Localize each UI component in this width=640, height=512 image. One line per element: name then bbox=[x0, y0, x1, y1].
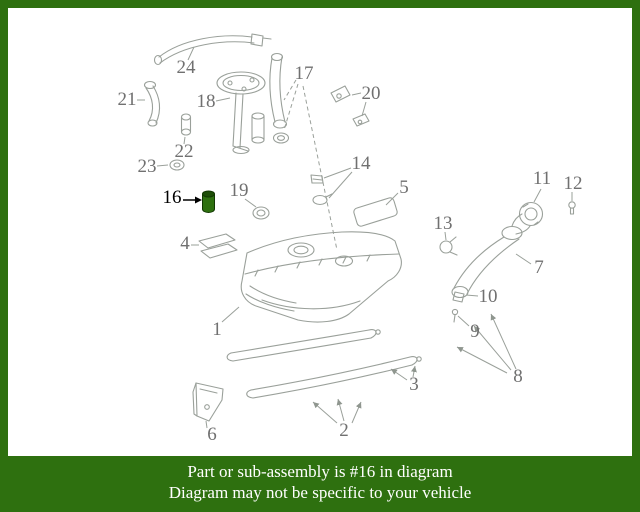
callout-16: 16 bbox=[162, 187, 182, 208]
callout-22: 22 bbox=[174, 141, 194, 162]
callout-10: 10 bbox=[478, 286, 498, 307]
highlighted-part-16 bbox=[183, 190, 215, 214]
callout-6: 6 bbox=[207, 424, 217, 445]
tray-4 bbox=[198, 233, 238, 259]
fuel-cap-11 bbox=[515, 201, 544, 235]
banner-line-2: Diagram may not be specific to your vehi… bbox=[168, 483, 472, 502]
hose-24 bbox=[153, 33, 272, 66]
frame-top bbox=[0, 0, 640, 8]
brackets-20 bbox=[330, 85, 370, 127]
fuel-tank bbox=[240, 231, 402, 323]
callout-12: 12 bbox=[563, 173, 583, 194]
callout-21: 21 bbox=[117, 89, 137, 110]
frame-right bbox=[632, 0, 640, 512]
callout-11: 11 bbox=[532, 168, 552, 189]
pump-assembly-18 bbox=[216, 71, 266, 155]
strap-front bbox=[226, 329, 381, 362]
callout-14: 14 bbox=[351, 153, 371, 174]
callout-24: 24 bbox=[176, 57, 196, 78]
callout-19: 19 bbox=[229, 180, 249, 201]
callout-20: 20 bbox=[361, 83, 381, 104]
callout-1: 1 bbox=[212, 319, 222, 340]
callout-9: 9 bbox=[470, 321, 480, 342]
bolt-12 bbox=[568, 201, 576, 215]
bolt-9 bbox=[451, 308, 459, 323]
callout-4: 4 bbox=[180, 233, 190, 254]
callout-5: 5 bbox=[399, 177, 409, 198]
plate-5 bbox=[353, 197, 398, 227]
bracket-6 bbox=[192, 382, 224, 422]
callout-17: 17 bbox=[294, 63, 314, 84]
info-banner: Part or sub-assembly is #16 in diagram D… bbox=[0, 456, 640, 512]
callout-18: 18 bbox=[196, 91, 216, 112]
callout-8: 8 bbox=[513, 366, 523, 387]
grommet-23 bbox=[169, 159, 185, 171]
pipe-21 bbox=[143, 80, 161, 127]
callout-3: 3 bbox=[409, 374, 419, 395]
frame-left bbox=[0, 0, 8, 512]
pipe-17 bbox=[269, 52, 290, 144]
callout-7: 7 bbox=[534, 257, 544, 278]
clamp-13 bbox=[439, 236, 458, 256]
cylinder-22 bbox=[180, 113, 192, 136]
callout-23: 23 bbox=[137, 156, 157, 177]
ring-19 bbox=[252, 206, 270, 220]
clip-10 bbox=[452, 291, 465, 303]
filler-pipe-7 bbox=[451, 213, 523, 299]
diagram-linework bbox=[143, 33, 576, 422]
callout-13: 13 bbox=[433, 213, 453, 234]
banner-line-1: Part or sub-assembly is #16 in diagram bbox=[187, 462, 453, 481]
callout-2: 2 bbox=[339, 420, 349, 441]
leader-lines bbox=[137, 46, 573, 429]
